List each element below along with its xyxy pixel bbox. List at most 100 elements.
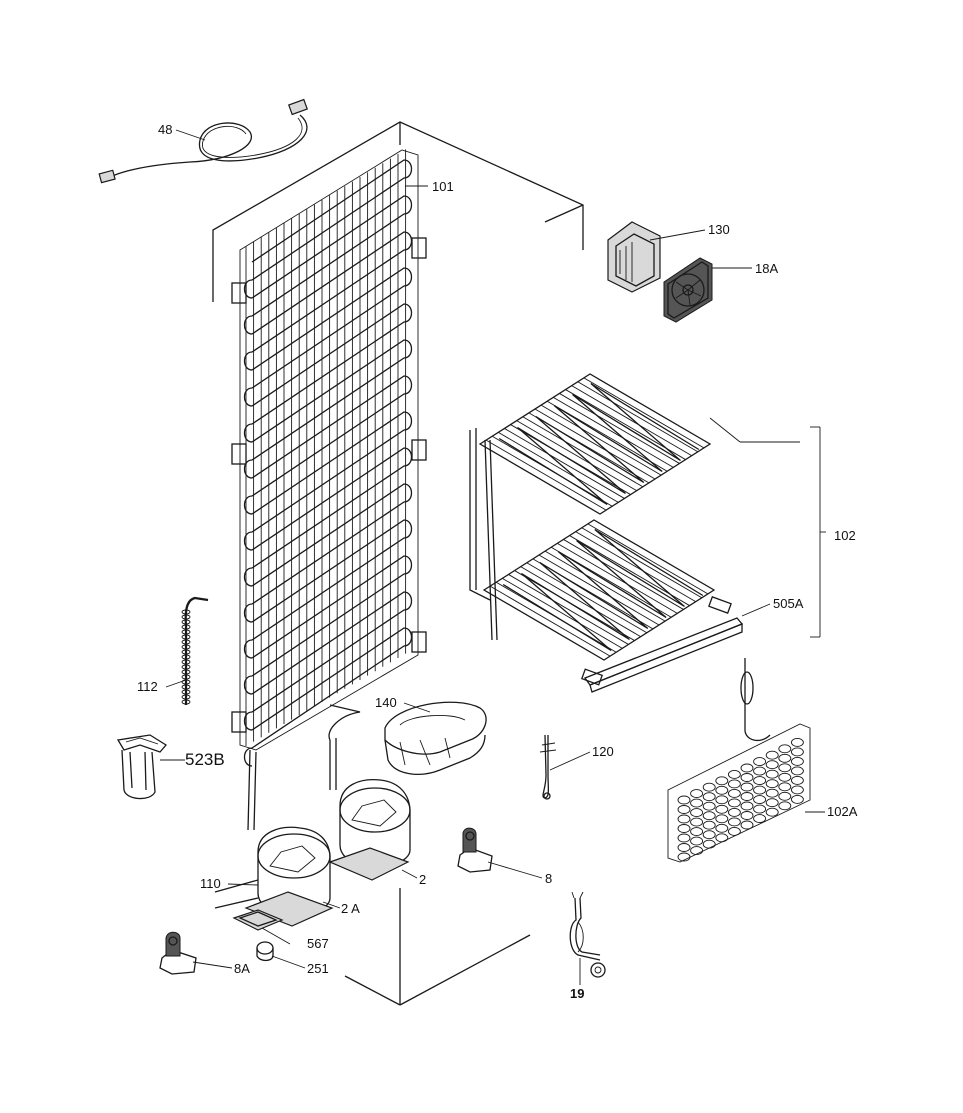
spiral-coil [181,699,191,705]
shelf-wire [538,554,660,626]
coil-loop [753,766,767,776]
coil-loop [690,789,704,799]
label-8: 8 [545,871,552,886]
shelf-wire [504,428,625,499]
nut-251-part [256,941,274,962]
label-140: 140 [375,695,397,710]
coil-loop [727,798,741,808]
coil-evaporator-part [667,658,811,863]
coil-loop [765,760,779,770]
shelf-wire [575,531,696,603]
shelf-wire [516,420,637,492]
coil-loop [740,782,754,792]
cabinet-outline [212,121,584,1006]
clamp-8-part [457,827,493,873]
shelf-tube [502,528,704,652]
coil-loop [702,792,716,802]
coil-loop [715,795,729,805]
coil-loop [740,763,754,773]
spiral-tube-part [181,596,209,705]
shelf-wire [557,542,678,614]
coil-loop [778,772,792,782]
coil-loop [727,826,741,836]
shelf-tube [498,382,700,506]
coil-loop [715,833,729,843]
spiral-coil [181,669,191,675]
heater-19-part [569,891,606,978]
coil-loop [740,801,754,811]
shelf-wire [534,408,656,480]
shelf-wire [581,527,703,599]
coil-loop [740,792,754,801]
spiral-coil [181,634,191,640]
shelf-wire [577,381,699,453]
coil-loop [790,775,804,785]
coil-loop [715,776,729,786]
shelf-wire [520,566,641,638]
coil-loop [753,804,767,814]
coil-loop [765,788,779,798]
shelf-wire [571,385,692,457]
coil-loop [715,814,729,824]
label-2: 2 [419,872,426,887]
coil-loop [715,785,729,795]
clip-523b-part [116,734,167,800]
shelf-wire [540,404,662,476]
label-130: 130 [708,222,730,237]
label-110: 110 [200,876,221,891]
coil-loop [753,776,767,786]
coil-loop [778,791,792,801]
coil-loop [765,798,779,808]
shelf-wire [563,539,684,610]
spiral-coil [181,614,191,620]
spiral-coil [181,644,191,650]
bar-part [580,596,744,693]
clamp-8a-part [159,931,197,975]
spiral-coil [181,689,191,695]
label-102: 102 [834,528,856,543]
shelf-wire [498,431,619,503]
shelf-wire [583,377,705,449]
coil-loop [677,843,691,852]
shelf-wire [508,574,629,645]
coil-loop [690,798,704,808]
coil-loop [715,804,729,814]
coil-loop [702,820,716,830]
coil-loop [690,846,704,856]
spiral-coil [181,619,191,625]
condenser-tube [243,159,413,767]
coil-loop [790,737,804,747]
shelf-wire [489,585,611,657]
coil-loop [778,782,792,792]
coil-loop [790,766,804,776]
coil-loop [753,795,767,805]
spiral-coil [181,674,191,680]
label-101: 101 [432,179,454,194]
coil-loop [753,814,767,824]
coil-loop [790,756,804,766]
coil-loop [753,757,767,767]
coil-loop [677,824,691,833]
coil-loop [690,827,704,837]
shelf-wire [502,577,623,649]
coil-loop [765,807,779,817]
shelf-wire [559,393,680,464]
coil-loop [740,811,754,820]
spiral-coil [181,694,191,700]
label-102a: 102A [827,804,858,819]
label-120: 120 [592,744,614,759]
coil-loop [702,782,716,792]
coil-loop [778,801,792,811]
coil-loop [677,805,691,814]
shelf-wire [544,550,666,622]
compressor-2-part [328,779,411,881]
compressor-2a-part [214,826,334,927]
fan-part [663,257,713,323]
coil-loop [677,833,691,843]
coil-loop [778,744,792,754]
shelf-wire [587,523,709,595]
label-112: 112 [137,679,158,694]
spiral-coil [181,684,191,690]
spiral-coil [181,649,191,655]
